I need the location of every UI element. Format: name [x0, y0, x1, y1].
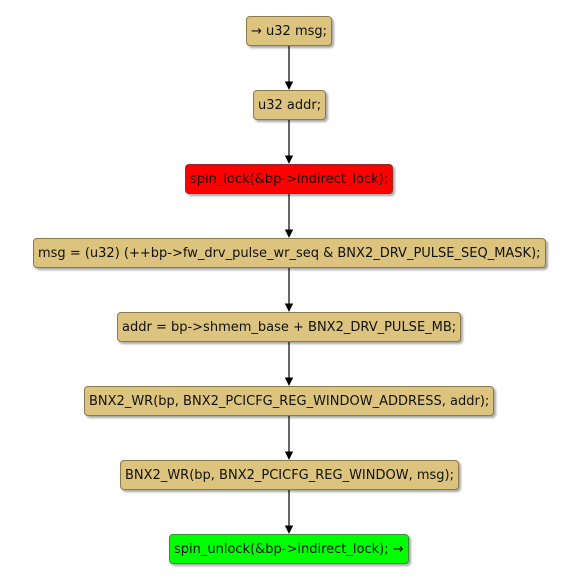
node-msg-assign: msg = (u32) (++bp->fw_drv_pulse_wr_seq &…: [33, 238, 546, 268]
node-write-window-address: BNX2_WR(bp, BNX2_PCICFG_REG_WINDOW_ADDRE…: [84, 386, 495, 416]
node-addr-assign: addr = bp->shmem_base + BNX2_DRV_PULSE_M…: [117, 312, 462, 342]
node-write-window: BNX2_WR(bp, BNX2_PCICFG_REG_WINDOW, msg)…: [120, 460, 459, 490]
node-spin-unlock: spin_unlock(&bp->indirect_lock); →: [169, 534, 409, 564]
node-spin-lock: spin_lock(&bp->indirect_lock);: [185, 164, 394, 194]
node-u32-addr: u32 addr;: [253, 90, 327, 120]
node-u32-msg: → u32 msg;: [246, 16, 333, 46]
